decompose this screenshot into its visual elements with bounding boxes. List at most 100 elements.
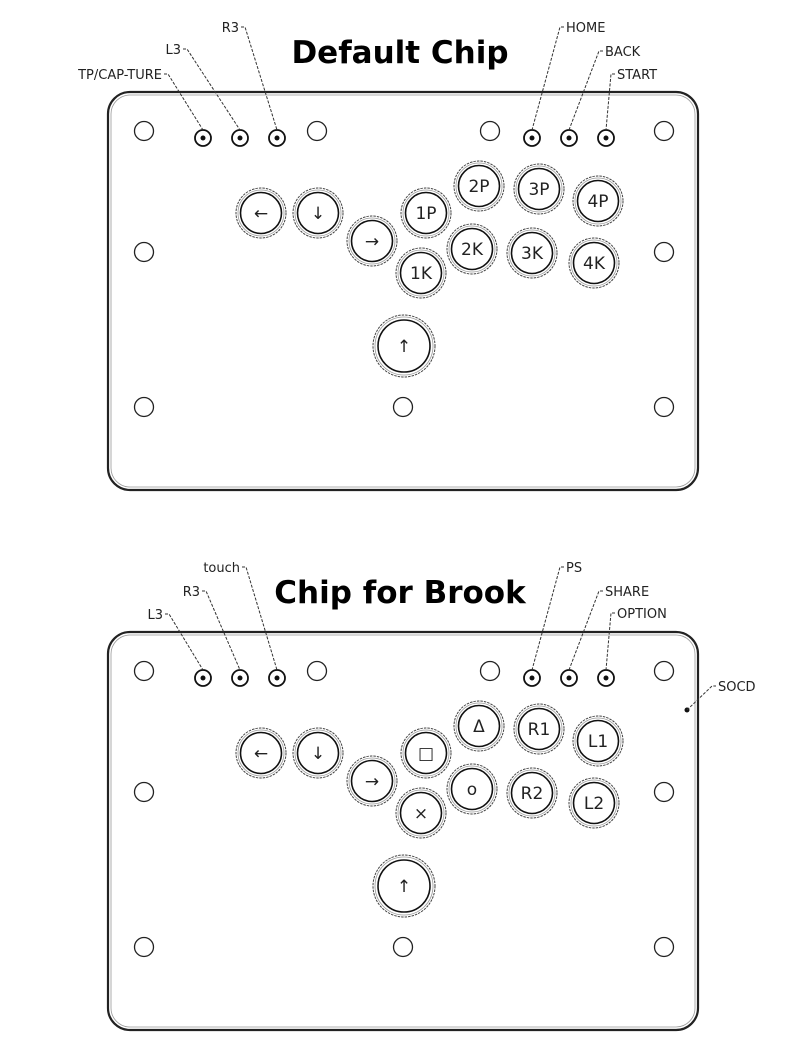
button-label: R2 — [521, 784, 544, 804]
case-outline — [106, 630, 700, 1032]
leader-line — [568, 590, 603, 671]
arcade-button[interactable]: ↓ — [292, 187, 344, 239]
button-center-dot — [566, 135, 572, 141]
button-label: ↑ — [397, 877, 411, 897]
screw-hole — [306, 660, 328, 682]
button-label: 1P — [415, 204, 436, 224]
button-ring — [237, 189, 285, 237]
arcade-button[interactable]: R2 — [506, 767, 558, 819]
button-outer-ring — [292, 187, 344, 239]
case-outline — [106, 90, 700, 492]
screw-hole — [653, 936, 675, 958]
arcade-button[interactable]: ← — [235, 727, 287, 779]
button-center-dot — [274, 135, 280, 141]
button-ring — [570, 239, 618, 287]
button-outer-ring — [506, 227, 558, 279]
button-label: L2 — [584, 794, 604, 814]
leader-line — [605, 612, 615, 671]
button-label: ↑ — [397, 337, 411, 357]
button-outer-ring — [506, 767, 558, 819]
button-ring — [397, 789, 445, 837]
arcade-button[interactable]: × — [395, 787, 447, 839]
button-ring — [402, 729, 450, 777]
leader-line — [164, 73, 204, 131]
button-ring — [348, 217, 396, 265]
button-ring — [455, 702, 503, 750]
arcade-button[interactable]: R1 — [513, 703, 565, 755]
button-center-dot — [603, 135, 609, 141]
function-label: START — [617, 68, 657, 83]
arcade-button[interactable]: 4K — [568, 237, 620, 289]
button-outer-ring — [346, 755, 398, 807]
arcade-button[interactable]: o — [446, 763, 498, 815]
button-ring — [508, 229, 556, 277]
function-label: SHARE — [605, 585, 649, 600]
button-ring — [348, 757, 396, 805]
button-label: ↓ — [311, 744, 325, 764]
button-ring — [515, 705, 563, 753]
arcade-button[interactable]: L2 — [568, 777, 620, 829]
button-ring — [455, 162, 503, 210]
button-outer-ring — [572, 175, 624, 227]
button-ring — [294, 189, 342, 237]
button-label: 2P — [468, 177, 489, 197]
button-outer-ring — [372, 314, 436, 378]
button-center-dot — [200, 675, 206, 681]
button-cap — [350, 759, 394, 803]
button-cap — [350, 219, 394, 263]
arcade-button[interactable]: 3P — [513, 163, 565, 215]
arcade-button[interactable]: ← — [235, 187, 287, 239]
button-ring — [402, 189, 450, 237]
panel-title: Default Chip — [291, 35, 508, 71]
button-cap — [450, 767, 494, 811]
arcade-button[interactable]: → — [346, 215, 398, 267]
screw-hole — [392, 936, 414, 958]
leader-line — [686, 685, 716, 711]
button-ring — [374, 316, 434, 376]
button-cap — [576, 179, 620, 223]
arcade-button[interactable]: ↑ — [372, 314, 436, 378]
arcade-button[interactable]: 2K — [446, 223, 498, 275]
button-cap — [377, 319, 431, 373]
screw-hole — [392, 396, 414, 418]
button-outer-ring — [446, 223, 498, 275]
button-cap — [404, 191, 448, 235]
arcade-button[interactable]: → — [346, 755, 398, 807]
arcade-button[interactable]: 3K — [506, 227, 558, 279]
screw-hole — [479, 120, 501, 142]
arcade-button[interactable]: 4P — [572, 175, 624, 227]
button-label: → — [365, 772, 379, 792]
button-ring — [570, 779, 618, 827]
button-outer-ring — [292, 727, 344, 779]
button-cap — [399, 791, 443, 835]
leader-line — [165, 613, 204, 671]
button-label: 2K — [461, 240, 484, 260]
arcade-button[interactable]: 2P — [453, 160, 505, 212]
button-cap — [296, 191, 340, 235]
arcade-button[interactable]: L1 — [572, 715, 624, 767]
button-label: o — [467, 780, 477, 800]
button-label: → — [365, 232, 379, 252]
function-label: R3 — [222, 21, 239, 36]
button-outer-ring — [446, 763, 498, 815]
screw-hole — [653, 120, 675, 142]
button-cap — [239, 731, 283, 775]
case-inner-outline — [110, 94, 696, 488]
arcade-button[interactable]: ↑ — [372, 854, 436, 918]
screw-hole — [306, 120, 328, 142]
arcade-button[interactable]: ↓ — [292, 727, 344, 779]
button-outer-ring — [372, 854, 436, 918]
socd-label: SOCD — [718, 680, 756, 695]
button-ring — [374, 856, 434, 916]
leader-line — [605, 73, 615, 131]
leader-line — [531, 26, 564, 131]
leader-line — [242, 566, 278, 671]
button-label: ↓ — [311, 204, 325, 224]
arcade-button[interactable]: Δ — [453, 700, 505, 752]
arcade-button[interactable]: □ — [400, 727, 452, 779]
button-outer-ring — [513, 703, 565, 755]
arcade-button[interactable]: 1K — [395, 247, 447, 299]
arcade-button[interactable]: 1P — [400, 187, 452, 239]
